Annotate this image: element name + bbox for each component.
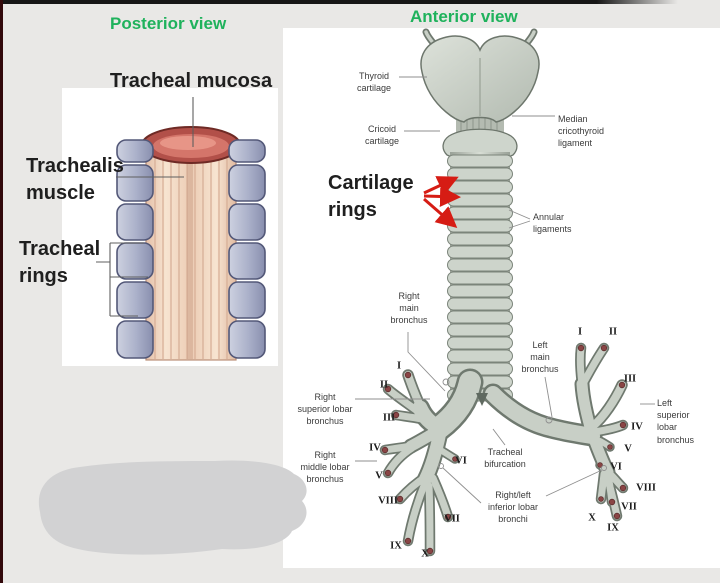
top-border-bar bbox=[0, 0, 678, 4]
right-lung-numeral-V: V bbox=[375, 470, 383, 482]
left-lung-numeral-III: III bbox=[623, 373, 637, 385]
bronchial-tree bbox=[379, 342, 629, 557]
left-lung-numeral-X: X bbox=[588, 512, 596, 524]
right-lung-numeral-IV: IV bbox=[369, 442, 381, 454]
posterior-view-title: Posterior view bbox=[110, 14, 227, 33]
right-lung-numeral-IX: IX bbox=[390, 540, 402, 552]
label-left-main-bronchus: Left main bronchus bbox=[521, 340, 559, 375]
label-tracheal-mucosa: Tracheal mucosa bbox=[109, 70, 273, 92]
trachealis-muscle-column bbox=[145, 144, 237, 361]
label-trachealis-muscle: Trachealis muscle bbox=[26, 155, 124, 204]
right-lung-numeral-VI: VI bbox=[455, 455, 467, 467]
right-lung-numeral-X: X bbox=[421, 548, 429, 560]
label-right-middle-lobar-bronchus: Right middle lobar bronchus bbox=[300, 450, 350, 485]
label-left-superior-lobar-bronchus: Left superior lobar bronchus bbox=[657, 398, 695, 445]
tracheal-mucosa-opening bbox=[141, 126, 241, 164]
right-lung-numeral-VII: VII bbox=[444, 513, 460, 525]
label-tracheal-bifurcation: Tracheal bifurcation bbox=[484, 447, 526, 470]
bronchus-tips bbox=[381, 344, 627, 555]
anterior-view-title: Anterior view bbox=[410, 7, 518, 26]
trachea-tube bbox=[447, 152, 513, 402]
left-lung-numeral-IV: IV bbox=[631, 421, 643, 433]
label-median-cricothyroid-ligament: Median cricothyroid ligament bbox=[558, 114, 605, 149]
right-lung-numeral-II: II bbox=[379, 379, 389, 391]
anterior-illustration bbox=[379, 28, 629, 557]
posterior-illustration bbox=[116, 126, 266, 361]
left-lung-numeral-VIII: VIII bbox=[636, 482, 656, 494]
left-lung-numeral-I: I bbox=[577, 326, 583, 338]
right-lung-numeral-I: I bbox=[396, 360, 402, 372]
left-lung-numeral-VI: VI bbox=[610, 461, 622, 473]
right-lung-numeral-III: III bbox=[382, 412, 396, 424]
label-thyroid-cartilage: Thyroid cartilage bbox=[356, 71, 392, 94]
left-lung-numeral-II: II bbox=[608, 326, 618, 338]
left-lung-numeral-IX: IX bbox=[607, 522, 619, 534]
label-cricoid-cartilage: Cricoid cartilage bbox=[364, 124, 400, 147]
eraser-blob bbox=[38, 460, 307, 555]
left-border-strip bbox=[0, 0, 3, 583]
label-cartilage-rings: Cartilage rings bbox=[328, 172, 414, 221]
label-right-superior-lobar-bronchus: Right superior lobar bronchus bbox=[297, 392, 353, 427]
larynx bbox=[420, 28, 540, 163]
label-inferior-lobar-bronchi: Right/left inferior lobar bronchi bbox=[487, 490, 539, 525]
left-lung-numeral-VII: VII bbox=[621, 501, 637, 513]
right-lung-numeral-VIII: VIII bbox=[378, 495, 398, 507]
label-annular-ligaments: Annular ligaments bbox=[533, 212, 572, 235]
label-tracheal-rings: Tracheal rings bbox=[19, 238, 101, 287]
carina-notch bbox=[476, 393, 488, 406]
label-right-main-bronchus: Right main bronchus bbox=[390, 291, 428, 326]
left-lung-numeral-V: V bbox=[624, 443, 632, 455]
